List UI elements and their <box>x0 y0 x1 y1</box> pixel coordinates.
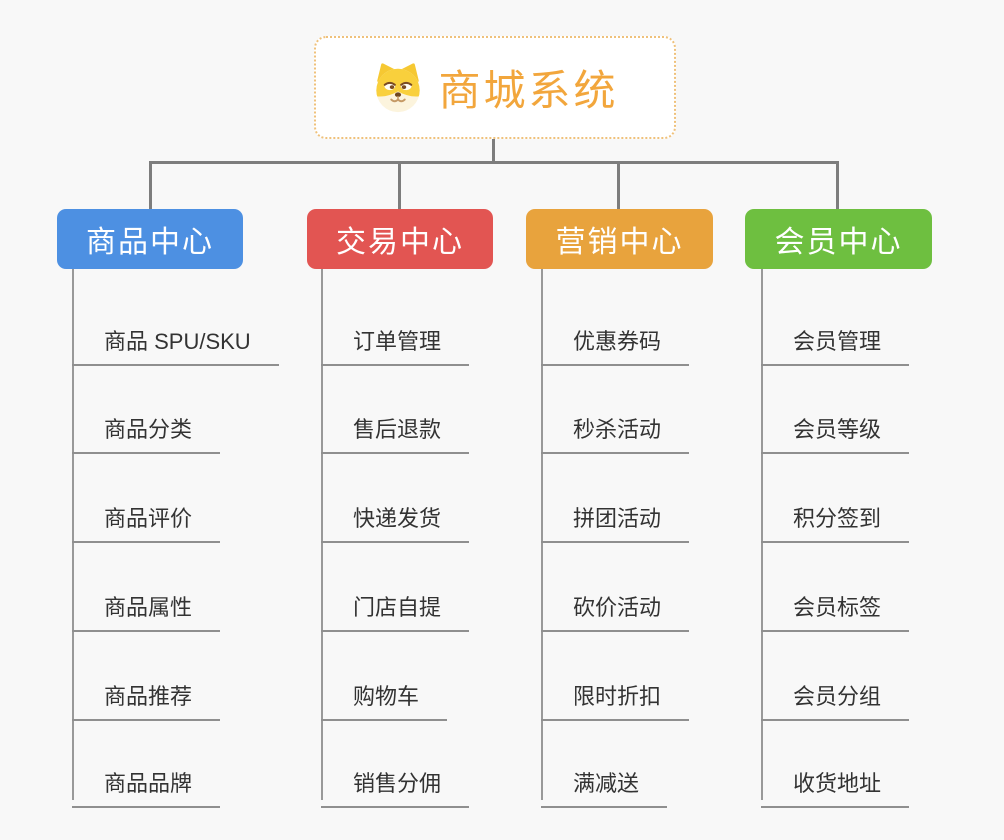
branch-node-trade-center[interactable]: 交易中心 <box>307 209 493 269</box>
branch-label: 商品中心 <box>86 226 214 259</box>
branch-spine-product-center <box>72 269 74 800</box>
connector-bus <box>149 161 839 164</box>
leaf-item[interactable]: 商品分类 <box>72 400 221 454</box>
leaf-item[interactable]: 限时折扣 <box>541 667 690 721</box>
branch-node-product-center[interactable]: 商品中心 <box>57 209 243 269</box>
connector-stub-trade-center <box>398 161 401 209</box>
leaf-item[interactable]: 拼团活动 <box>541 489 690 543</box>
leaf-item[interactable]: 商品 SPU/SKU <box>72 312 279 366</box>
leaf-item[interactable]: 商品属性 <box>72 578 221 632</box>
leaf-item[interactable]: 购物车 <box>321 667 448 721</box>
leaf-item[interactable]: 商品品牌 <box>72 754 221 808</box>
leaf-item[interactable]: 会员等级 <box>761 400 910 454</box>
shiba-dog-icon <box>371 62 425 113</box>
branch-spine-marketing-center <box>541 269 543 800</box>
branch-spine-trade-center <box>321 269 323 800</box>
branch-label: 会员中心 <box>774 226 903 259</box>
leaf-item[interactable]: 快递发货 <box>321 489 470 543</box>
leaf-item[interactable]: 会员管理 <box>761 312 910 366</box>
connector-stub-member-center <box>836 161 839 209</box>
branch-node-member-center[interactable]: 会员中心 <box>745 209 932 269</box>
connector-stub-marketing-center <box>617 161 620 209</box>
leaf-item[interactable]: 会员分组 <box>761 667 910 721</box>
branch-label: 营销中心 <box>555 226 684 259</box>
root-node[interactable]: 商城系统 <box>314 36 676 139</box>
leaf-item[interactable]: 门店自提 <box>321 578 470 632</box>
leaf-item[interactable]: 砍价活动 <box>541 578 690 632</box>
leaf-item[interactable]: 商品推荐 <box>72 667 221 721</box>
connector-root-stem <box>492 139 495 164</box>
leaf-item[interactable]: 满减送 <box>541 754 668 808</box>
leaf-item[interactable]: 商品评价 <box>72 489 221 543</box>
leaf-item[interactable]: 会员标签 <box>761 578 910 632</box>
branch-node-marketing-center[interactable]: 营销中心 <box>526 209 713 269</box>
leaf-item[interactable]: 售后退款 <box>321 400 470 454</box>
branch-spine-member-center <box>761 269 763 800</box>
leaf-item[interactable]: 收货地址 <box>761 754 910 808</box>
branch-label: 交易中心 <box>336 226 464 259</box>
root-title: 商城系统 <box>438 67 619 114</box>
leaf-item[interactable]: 优惠券码 <box>541 312 690 366</box>
leaf-item[interactable]: 销售分佣 <box>321 754 470 808</box>
leaf-item[interactable]: 秒杀活动 <box>541 400 690 454</box>
connector-stub-product-center <box>149 161 152 209</box>
leaf-item[interactable]: 积分签到 <box>761 489 910 543</box>
leaf-item[interactable]: 订单管理 <box>321 312 470 366</box>
